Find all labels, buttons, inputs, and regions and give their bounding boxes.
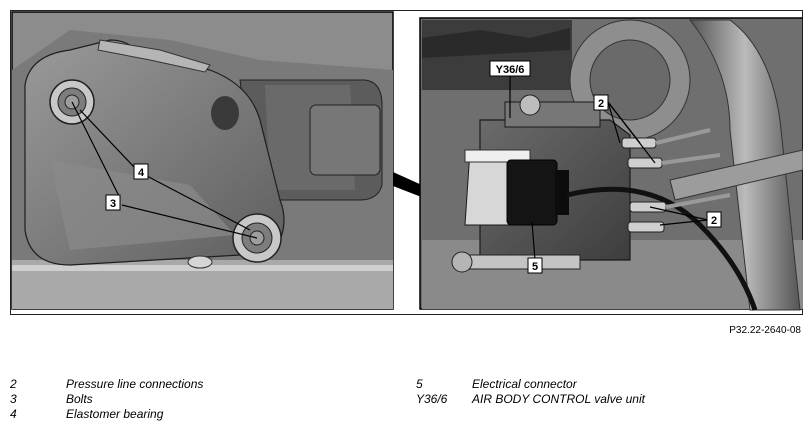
callout-box-2-upper [593,94,609,111]
callout-box-2-lower [706,211,722,228]
legend-number: 4 [10,407,17,421]
callout-box-y36-6 [489,60,531,77]
legend-number: Y36/6 [416,392,448,406]
callout-box-4 [133,163,149,180]
legend-text: Bolts [66,392,93,406]
figure-code: P32.22-2640-08 [729,325,801,336]
legend-item: 2 Pressure line connections [10,377,203,392]
legend-right: 5 Electrical connector Y36/6 AIR BODY CONT… [416,377,645,407]
callout-label-3: 3 [110,198,116,210]
left-panel: 4 3 [11,11,394,310]
right-panel: Y36/6 2 2 5 [419,17,803,311]
callout-label-2-upper: 2 [598,98,604,110]
legend-item: 3 Bolts [10,392,203,407]
legend-text: AIR BODY CONTROL valve unit [472,392,645,406]
legend-number: 2 [10,377,17,391]
figure-illustration: 4 3 [11,11,803,311]
legend-number: 3 [10,392,17,406]
callout-box-3 [105,194,121,211]
callout-label-2-lower: 2 [711,215,717,227]
callout-box-5 [527,257,543,274]
callout-label-4: 4 [138,167,145,179]
legend-item: 4 Elastomer bearing [10,407,203,422]
callout-label-y36-6: Y36/6 [496,64,525,76]
legend-item: Y36/6 AIR BODY CONTROL valve unit [416,392,645,407]
legend-text: Electrical connector [472,377,577,391]
legend-number: 5 [416,377,423,391]
legend-text: Pressure line connections [66,377,204,391]
legend-item: 5 Electrical connector [416,377,645,392]
legend-text: Elastomer bearing [66,407,164,421]
callout-label-5: 5 [532,261,538,273]
legend-left: 2 Pressure line connections 3 Bolts 4 Elast… [10,377,203,422]
